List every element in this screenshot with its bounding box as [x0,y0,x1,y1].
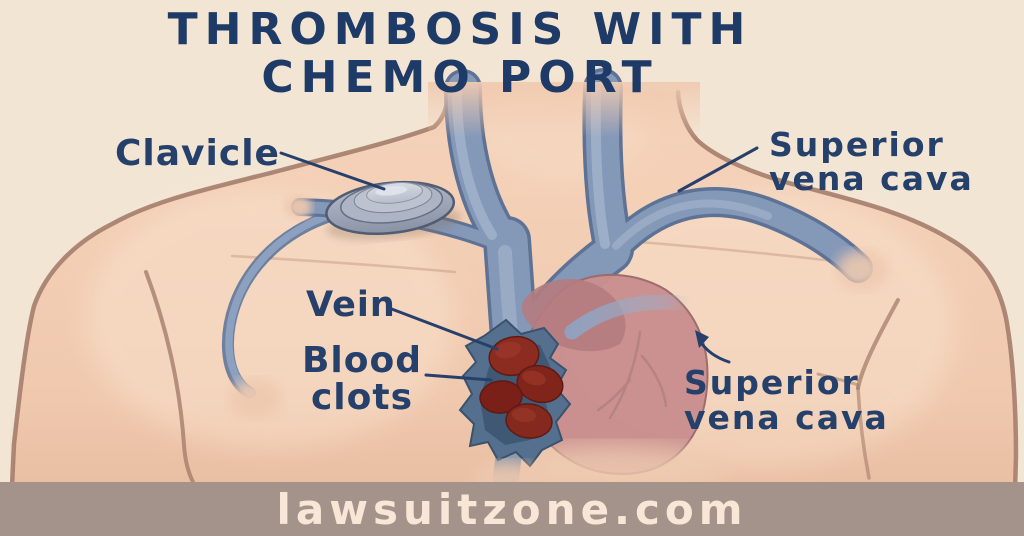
label-svc-top-line2: vena cava [769,158,974,198]
label-blood-clots-line1: Blood [301,340,422,381]
label-vein: Vein [306,285,396,325]
label-svc-bottom-line1: Superior [684,363,860,402]
torso-outline-right [675,89,1019,531]
label-superior-vena-cava-bottom: Superior vena cava [684,363,889,437]
label-blood-clots: Blood clots [294,342,430,417]
armpit-fold-right [856,298,900,390]
svc-arrowhead-icon [695,330,709,348]
footer-bar: lawsuitzone.com [0,482,1024,536]
label-clavicle: Clavicle [115,133,280,174]
pec-fold-right [816,372,860,387]
leader-line-clavicle [279,151,386,191]
page-title: THROMBOSIS WITH CHEMO PORT [30,6,890,101]
vein-top-fade [428,82,700,138]
pulmonary-vessel [564,294,698,340]
label-superior-vena-cava-top: Superior vena cava [769,128,974,195]
label-blood-clots-line2: clots [310,377,414,419]
leader-line-svc-top [677,146,759,193]
coronary-veins [596,330,668,420]
leader-line-blood-clots [424,373,493,382]
blood-clot [479,380,523,414]
leader-line-vein [387,306,499,351]
title-line2: CHEMO PORT [261,51,659,103]
footer-website-text: lawsuitzone.com [276,484,748,534]
leader-lines [279,146,759,382]
label-svc-top-line1: Superior [769,125,945,164]
clot-highlights [495,341,546,423]
armpit-fold-left [144,270,195,484]
thrombosed-vein [458,318,572,498]
label-svc-bottom-line2: vena cava [684,397,889,437]
armpit-fold-right-lower [856,386,871,480]
title-line1: THROMBOSIS WITH [167,4,753,55]
catheter [221,204,358,419]
